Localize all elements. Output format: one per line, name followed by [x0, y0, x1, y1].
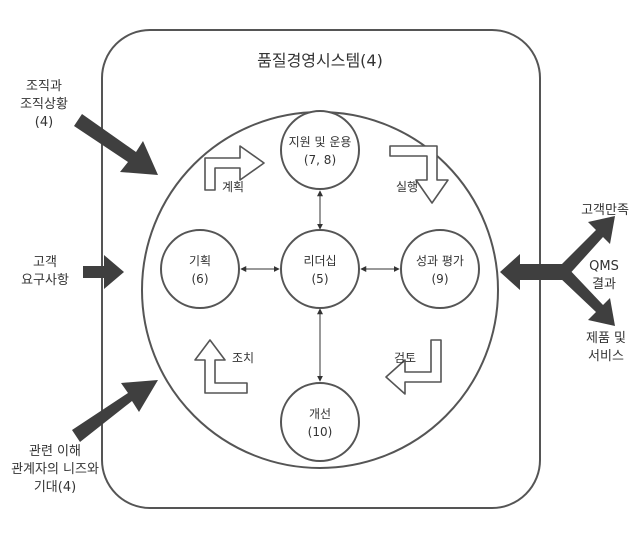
node-improvement-label: 개선: [309, 407, 331, 421]
input-context-arrow: [74, 114, 158, 175]
node-improvement-clause: (10): [308, 425, 333, 439]
check-label: 검토: [394, 351, 416, 365]
do-cycle-arrow: [389, 145, 449, 204]
node-performance-label: 성과 평가: [416, 254, 464, 268]
input-context-line1: 조직과: [26, 79, 62, 94]
output-arrows: [500, 216, 615, 326]
node-leadership: 리더십 (5): [280, 229, 360, 309]
output-satisfaction-label: 고객만족: [581, 203, 629, 218]
output-results-line2: 결과: [592, 277, 616, 292]
system-title: 품질경영시스템(4): [257, 51, 383, 70]
node-support-clause: (7, 8): [304, 153, 336, 167]
output-results-line1: QMS: [589, 259, 619, 274]
output-products-line1: 제품 및: [586, 331, 626, 346]
input-interested-line2: 관계자의 니즈와: [11, 462, 99, 477]
node-performance-clause: (9): [432, 272, 449, 286]
input-context-line3: (4): [35, 115, 53, 130]
output-products-line2: 서비스: [588, 349, 624, 364]
plan-cycle-arrow: [204, 145, 265, 191]
do-label: 실행: [396, 179, 418, 194]
act-cycle-arrow: [194, 339, 248, 394]
output-products-arrow: [558, 266, 615, 326]
node-performance: 성과 평가 (9): [400, 229, 480, 309]
check-cycle-arrow: [385, 339, 442, 395]
input-customer-line2: 요구사항: [21, 273, 69, 288]
node-leadership-label: 리더십: [303, 254, 336, 268]
act-label: 조치: [232, 351, 254, 365]
input-customer-arrow: [83, 255, 124, 289]
node-planning-label: 기획: [189, 254, 211, 268]
node-support: 지원 및 운용 (7, 8): [280, 110, 360, 190]
plan-label: 계획: [222, 180, 244, 194]
input-interested-parties-arrow: [72, 380, 158, 442]
output-main-arrow: [500, 254, 566, 290]
input-interested-line1: 관련 이해: [29, 444, 81, 459]
node-improvement: 개선 (10): [280, 382, 360, 462]
input-customer-line1: 고객: [33, 255, 57, 270]
node-leadership-clause: (5): [312, 272, 329, 286]
node-planning-clause: (6): [192, 272, 209, 286]
input-context-line2: 조직상황: [20, 97, 68, 112]
node-support-label: 지원 및 운용: [289, 135, 352, 149]
input-interested-line3: 기대(4): [34, 480, 76, 495]
node-planning: 기획 (6): [160, 229, 240, 309]
output-satisfaction-arrow: [558, 216, 615, 278]
